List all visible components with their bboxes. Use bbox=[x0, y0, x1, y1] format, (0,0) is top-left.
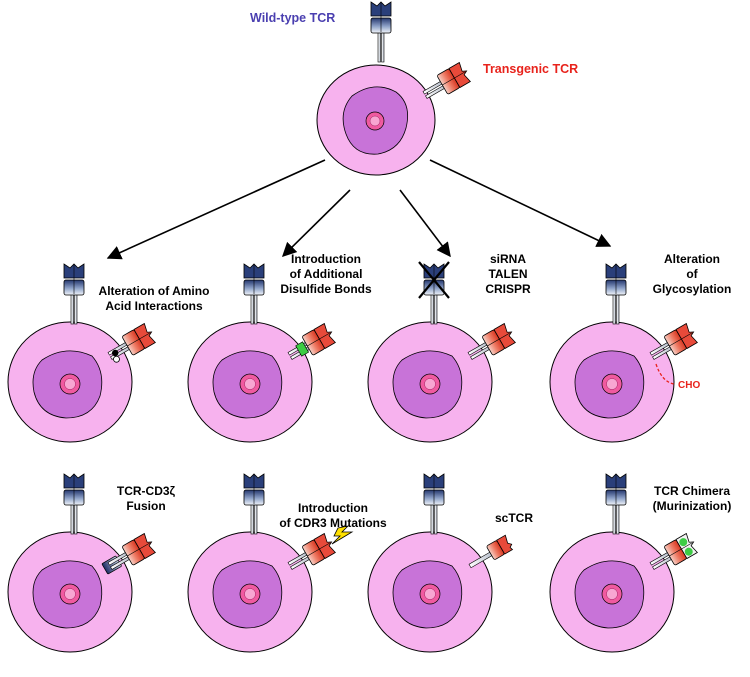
cell-nucleolus bbox=[424, 588, 436, 600]
wild-type-receptor-icon bbox=[423, 473, 445, 535]
panel-label-line: of CDR3 Mutations bbox=[279, 516, 387, 530]
glycan-link-icon bbox=[655, 363, 675, 385]
wild-type-receptor-icon bbox=[63, 263, 85, 325]
panel-label-line: Introduction bbox=[291, 252, 361, 266]
cell-nucleolus bbox=[244, 378, 256, 390]
amino-acid-interaction-icon bbox=[111, 349, 119, 357]
transgenic-tcr-label: Transgenic TCR bbox=[483, 62, 578, 76]
murine-domain-icon bbox=[679, 538, 688, 547]
panel-label-line: scTCR bbox=[495, 511, 533, 525]
panel-label-line: Disulfide Bonds bbox=[280, 282, 372, 296]
panel-label-line: TALEN bbox=[488, 267, 527, 281]
panel-label-line: Alteration of Amino bbox=[99, 284, 210, 298]
cell-nucleolus bbox=[64, 588, 76, 600]
top-wild-type-receptor bbox=[370, 1, 392, 63]
wild-type-receptor-icon bbox=[243, 263, 265, 325]
wild-type-receptor-icon bbox=[605, 263, 627, 325]
cell-nucleolus bbox=[424, 378, 436, 390]
panel-chimera: TCR Chimera(Murinization) bbox=[549, 473, 732, 653]
panel-label-line: Fusion bbox=[126, 499, 165, 513]
arrow-3 bbox=[399, 189, 451, 258]
panel-label-line: of bbox=[686, 267, 698, 281]
transgenic-receptor-icon bbox=[649, 532, 698, 570]
transgenic-receptor-icon bbox=[467, 322, 516, 360]
cell-nucleolus bbox=[244, 588, 256, 600]
top-transgenic-receptor bbox=[422, 61, 471, 99]
cell-nucleolus bbox=[606, 588, 618, 600]
top-cell-nucleolus bbox=[369, 115, 381, 127]
panel-label-line: (Murinization) bbox=[653, 499, 732, 513]
cell-nucleolus bbox=[606, 378, 618, 390]
panel-label-line: Alteration bbox=[664, 252, 720, 266]
transgenic-receptor-icon bbox=[101, 532, 156, 575]
receptor-icon bbox=[370, 1, 392, 63]
panel-label-line: Glycosylation bbox=[653, 282, 732, 296]
panel-label-line: TCR Chimera bbox=[654, 484, 730, 498]
panel-label-line: TCR-CD3ζ bbox=[117, 484, 176, 498]
panel-label-line: Acid Interactions bbox=[105, 299, 203, 313]
transgenic-receptor-icon bbox=[287, 532, 336, 570]
arrow-4 bbox=[429, 159, 612, 247]
transgenic-receptor-icon bbox=[468, 534, 514, 569]
mutation-lightning-icon bbox=[331, 525, 354, 545]
transgenic-receptor-icon bbox=[649, 322, 698, 360]
transgenic-receptor-icon bbox=[287, 322, 336, 360]
cho-label: CHO bbox=[678, 380, 700, 391]
panel-sc: scTCR bbox=[367, 473, 533, 653]
wild-type-receptor-icon bbox=[243, 473, 265, 535]
wild-type-receptor-icon bbox=[63, 473, 85, 535]
panel-label-line: siRNA bbox=[490, 252, 526, 266]
transgenic-receptor-icon bbox=[107, 322, 156, 363]
panel-label-line: CRISPR bbox=[485, 282, 531, 296]
wild-type-receptor-icon bbox=[418, 261, 450, 325]
disulfide-bond-icon bbox=[295, 341, 309, 357]
panel-label-line: of Additional bbox=[290, 267, 363, 281]
wild-type-tcr-label: Wild-type TCR bbox=[250, 11, 335, 25]
cell-nucleolus bbox=[64, 378, 76, 390]
knockout-cross-icon bbox=[418, 261, 450, 299]
arrow-2 bbox=[281, 189, 351, 258]
wild-type-receptor-icon bbox=[605, 473, 627, 535]
top-cell bbox=[316, 64, 436, 176]
panel-label-line: Introduction bbox=[298, 501, 368, 515]
arrows bbox=[106, 159, 612, 260]
arrow-1 bbox=[106, 159, 326, 260]
